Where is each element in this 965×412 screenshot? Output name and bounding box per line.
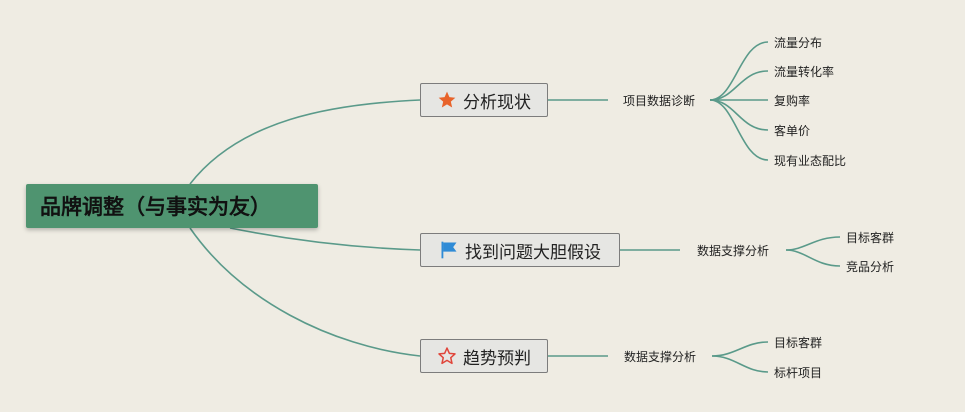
leaf-node[interactable]: 流量分布 (774, 35, 823, 50)
branch-node-trend-forecast[interactable]: 趋势预判 (420, 339, 548, 373)
connector-sub1-leaf-4 (709, 99, 769, 131)
sub-node-data-support[interactable]: 数据支撑分析 (623, 349, 696, 364)
connector-sub2-leaf-2 (785, 249, 841, 267)
leaf-node[interactable]: 目标客群 (774, 335, 823, 350)
connector-root-branch-2 (229, 227, 421, 251)
leaf-node[interactable]: 复购率 (774, 93, 811, 108)
sub-node-data-support[interactable]: 数据支撑分析 (696, 243, 769, 258)
leaf-node[interactable]: 目标客群 (846, 230, 895, 245)
leaf-node[interactable]: 现有业态配比 (774, 153, 847, 168)
leaf-node[interactable]: 竞品分析 (846, 259, 895, 274)
star-filled-icon (438, 91, 456, 108)
branch-label: 分析现状 (463, 92, 531, 113)
sub-node-project-diagnosis[interactable]: 项目数据诊断 (622, 93, 695, 108)
connector-sub3-leaf-2 (711, 355, 769, 373)
connector-sub1-leaf-1 (709, 41, 769, 101)
connector-sub3-leaf-1 (711, 341, 769, 357)
root-label: 品牌调整（与事实为友） (40, 195, 271, 219)
connector-sub1-leaf-2 (709, 70, 769, 101)
branch-node-find-problem[interactable]: 找到问题大胆假设 (420, 233, 620, 267)
star-outline-icon (438, 347, 456, 365)
leaf-node[interactable]: 标杆项目 (774, 365, 823, 380)
connector-sub2-leaf-1 (785, 236, 841, 251)
leaf-node[interactable]: 客单价 (774, 123, 811, 138)
connector-sub1-leaf-5 (709, 99, 769, 161)
branch-label: 找到问题大胆假设 (465, 242, 601, 263)
connector-root-branch-1 (189, 99, 421, 185)
branch-label: 趋势预判 (463, 348, 531, 369)
leaf-node[interactable]: 流量转化率 (774, 64, 835, 79)
connector-root-branch-3 (189, 227, 421, 357)
root-node[interactable]: 品牌调整（与事实为友） (26, 184, 318, 228)
flag-icon (441, 241, 457, 259)
branch-node-analyze-status[interactable]: 分析现状 (420, 83, 548, 117)
